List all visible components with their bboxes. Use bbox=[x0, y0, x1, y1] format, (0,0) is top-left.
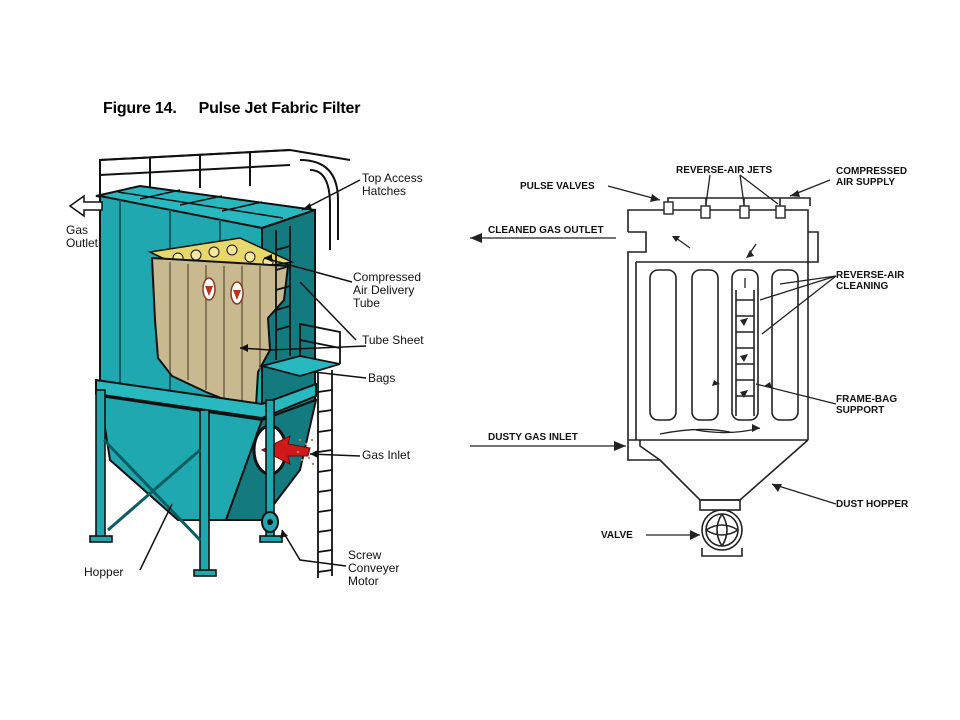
roof-railing bbox=[99, 148, 351, 250]
label-bags: Bags bbox=[368, 371, 396, 385]
clean-air-plenum bbox=[627, 209, 819, 263]
label-reverse-air-jets: REVERSE-AIR JETS bbox=[676, 165, 773, 176]
label-compressed-air-tube: Compressed Air Delivery Tube bbox=[353, 270, 422, 310]
reverse-air-jets bbox=[663, 201, 786, 219]
gas-outlet-arrow bbox=[68, 194, 103, 218]
label-frame-bag-support: FRAME-BAG SUPPORT bbox=[836, 394, 898, 416]
filter-bag-3 bbox=[731, 269, 759, 421]
label-cleaned-gas-outlet: CLEANED GAS OUTLET bbox=[488, 225, 604, 236]
support-legs bbox=[89, 389, 283, 577]
rotary-valve bbox=[701, 509, 743, 551]
label-compressed-air-supply: COMPRESSED AIR SUPPLY bbox=[836, 166, 908, 188]
label-valve: VALVE bbox=[601, 530, 633, 541]
label-tube-sheet: Tube Sheet bbox=[362, 333, 424, 347]
filter-bag-4 bbox=[771, 269, 799, 421]
side-ladder-upper bbox=[275, 226, 291, 360]
label-top-access-hatches: Top Access Hatches bbox=[362, 171, 423, 198]
figure-number: Figure 14. bbox=[103, 100, 177, 117]
figure-title: Figure 14. Pulse Jet Fabric Filter bbox=[103, 100, 360, 118]
label-dusty-gas-inlet: DUSTY GAS INLET bbox=[488, 432, 578, 443]
side-ladder-lower bbox=[317, 370, 333, 578]
label-dust-hopper: DUST HOPPER bbox=[836, 499, 909, 510]
label-gas-outlet: Gas Outlet bbox=[66, 223, 99, 250]
compressed-air-pipe bbox=[667, 197, 811, 206]
figure-caption: Pulse Jet Fabric Filter bbox=[198, 100, 361, 117]
screw-conveyer-motor bbox=[261, 511, 279, 533]
label-reverse-air-cleaning: REVERSE-AIR CLEANING bbox=[836, 270, 905, 292]
filter-bag-2 bbox=[691, 269, 719, 421]
label-screw-conveyer-motor: Screw Conveyer Motor bbox=[348, 548, 400, 588]
label-hopper: Hopper bbox=[84, 565, 124, 579]
label-pulse-valves: PULSE VALVES bbox=[520, 181, 595, 192]
filter-bag-1 bbox=[649, 269, 677, 421]
label-gas-inlet: Gas Inlet bbox=[362, 448, 411, 462]
dust-hopper-outline bbox=[659, 439, 809, 501]
top-access-hatches bbox=[117, 189, 284, 219]
